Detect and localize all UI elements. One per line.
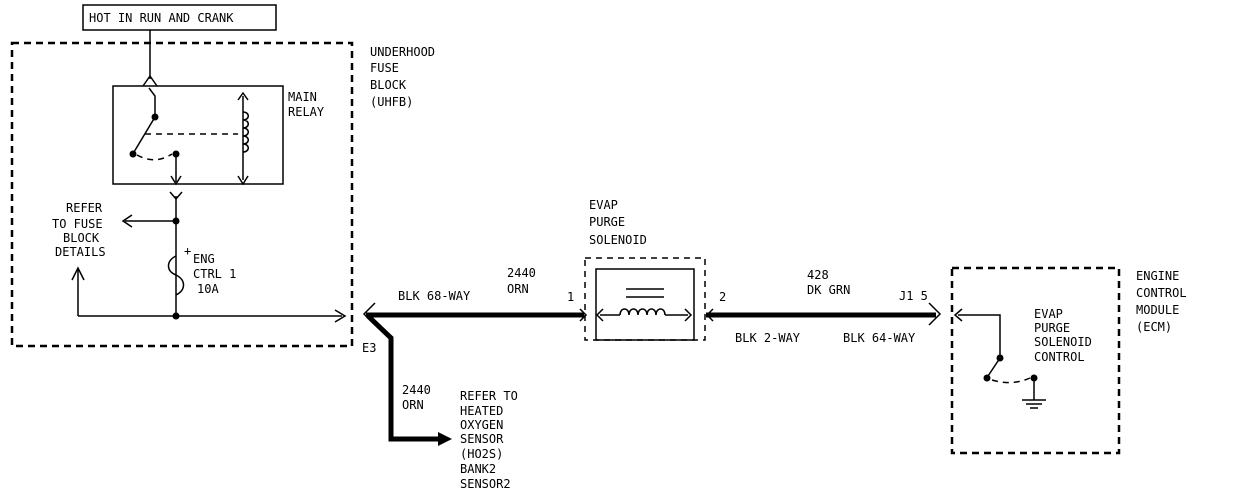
connector-e3: E3 BLK 68-WAY [362, 289, 471, 355]
fuse-polarity: + [184, 244, 191, 258]
uhfb-name-line: BLOCK [370, 78, 407, 92]
solenoid-pin-out: 2 [719, 290, 726, 304]
ecm-control-line: SOLENOID [1034, 335, 1092, 349]
solenoid-pin-in: 1 [567, 290, 574, 304]
wire-circuit: 2440 [507, 266, 536, 280]
evap-purge-solenoid: EVAP PURGE SOLENOID 1 2 BLK 2-WAY [567, 198, 801, 345]
wire-2440-orn: 2440 ORN [366, 266, 584, 318]
uhfb-name: UNDERHOOD FUSE BLOCK (UHFB) [370, 45, 435, 109]
uhfb-enclosure [10, 41, 354, 348]
main-relay: MAIN RELAY [112, 85, 325, 186]
ho2s-line: OXYGEN [460, 418, 503, 432]
wire-428-dk-grn: 428 DK GRN J1 5 BLK 64-WAY [706, 268, 942, 345]
power-feed [142, 30, 158, 87]
relay-label-line: MAIN [288, 90, 317, 104]
power-source-text: HOT IN RUN AND CRANK [89, 11, 234, 25]
solenoid-connector-type: BLK 2-WAY [735, 331, 801, 345]
ecm-internal-driver: EVAP PURGE SOLENOID CONTROL [953, 307, 1092, 409]
fuse-block-reference: REFER TO FUSE BLOCK DETAILS [52, 201, 176, 259]
ecm-name-line: ENGINE [1136, 269, 1179, 283]
refer-line: DETAILS [55, 245, 106, 259]
fuse-eng-ctrl-1: + ENG CTRL 1 10A [167, 244, 236, 296]
ecm-wire-color: DK GRN [807, 283, 850, 297]
ecm-control-line: EVAP [1034, 307, 1063, 321]
power-source-label: HOT IN RUN AND CRANK [82, 4, 277, 31]
ecm-name: ENGINE CONTROL MODULE (ECM) [1136, 269, 1187, 334]
ecm-wire-circuit: 428 [807, 268, 829, 282]
ho2s-line: SENSOR [460, 432, 504, 446]
fuse-label-line: ENG [193, 252, 215, 266]
ecm-control-line: PURGE [1034, 321, 1070, 335]
ecm-pin: J1 5 [899, 289, 928, 303]
ecm-control-line: CONTROL [1034, 350, 1085, 364]
uhfb-name-line: FUSE [370, 61, 399, 75]
ecm-connector-type: BLK 64-WAY [843, 331, 916, 345]
ho2s-line: SENSOR2 [460, 477, 511, 491]
ho2s-line: BANK2 [460, 462, 496, 476]
relay-label-line: RELAY [288, 105, 325, 119]
ecm-name-line: MODULE [1136, 303, 1179, 317]
ho2s-line: REFER TO [460, 389, 518, 403]
fuse-label-line: CTRL 1 [193, 267, 236, 281]
branch-wire-color: ORN [402, 398, 424, 412]
uhfb-name-line: (UHFB) [370, 95, 413, 109]
branch-wire-circuit: 2440 [402, 383, 431, 397]
refer-line: BLOCK [63, 231, 100, 245]
ecm-name-line: (ECM) [1136, 320, 1172, 334]
refer-line: REFER [66, 201, 103, 215]
ecm-name-line: CONTROL [1136, 286, 1187, 300]
connector-e3-name: E3 [362, 341, 376, 355]
solenoid-name-line: SOLENOID [589, 233, 647, 247]
relay-output [169, 191, 183, 316]
branch-wire-2440-orn: 2440 ORN [366, 314, 452, 446]
ho2s-reference: REFER TO HEATED OXYGEN SENSOR (HO2S) BAN… [460, 389, 518, 491]
solenoid-name-line: PURGE [589, 215, 625, 229]
wire-color: ORN [507, 282, 529, 296]
ecm-enclosure [950, 266, 1121, 455]
fuse-label-line: 10A [197, 282, 219, 296]
solenoid-name-line: EVAP [589, 198, 618, 212]
connector-e3-type: BLK 68-WAY [398, 289, 471, 303]
ho2s-line: HEATED [460, 404, 503, 418]
refer-line: TO FUSE [52, 217, 103, 231]
uhfb-name-line: UNDERHOOD [370, 45, 435, 59]
uhfb-bus [71, 266, 347, 323]
ho2s-line: (HO2S) [460, 447, 503, 461]
